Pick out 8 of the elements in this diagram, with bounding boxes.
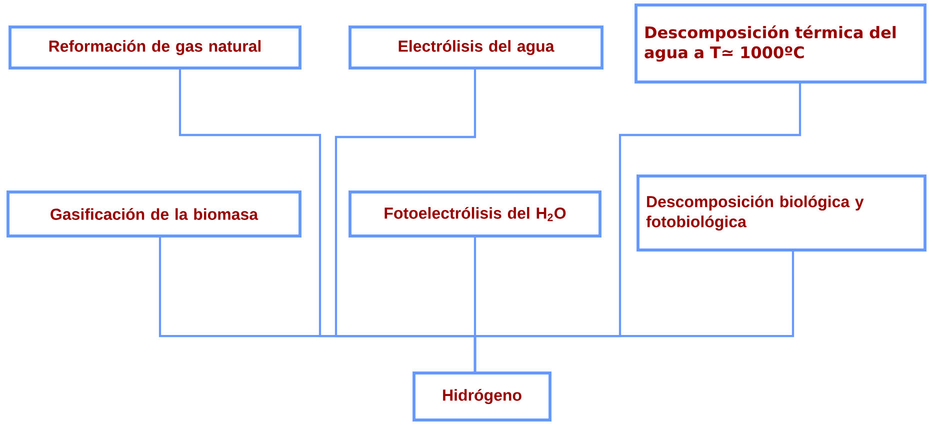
process-box: Descomposición biológica y fotobiológica bbox=[636, 174, 926, 252]
process-box: Electrólisis del agua bbox=[348, 26, 604, 70]
process-box: Fotoelectrólisis del H$_{2}$O bbox=[348, 190, 602, 238]
process-box: Reformación de gas natural bbox=[8, 26, 302, 70]
process-box: Descomposición térmica del agua a T≃ 1000ºC bbox=[634, 4, 926, 84]
process-box: Hidrógeno bbox=[412, 372, 552, 422]
process-box: Gasificación de la biomasa bbox=[6, 190, 302, 238]
connector-line bbox=[474, 251, 794, 372]
